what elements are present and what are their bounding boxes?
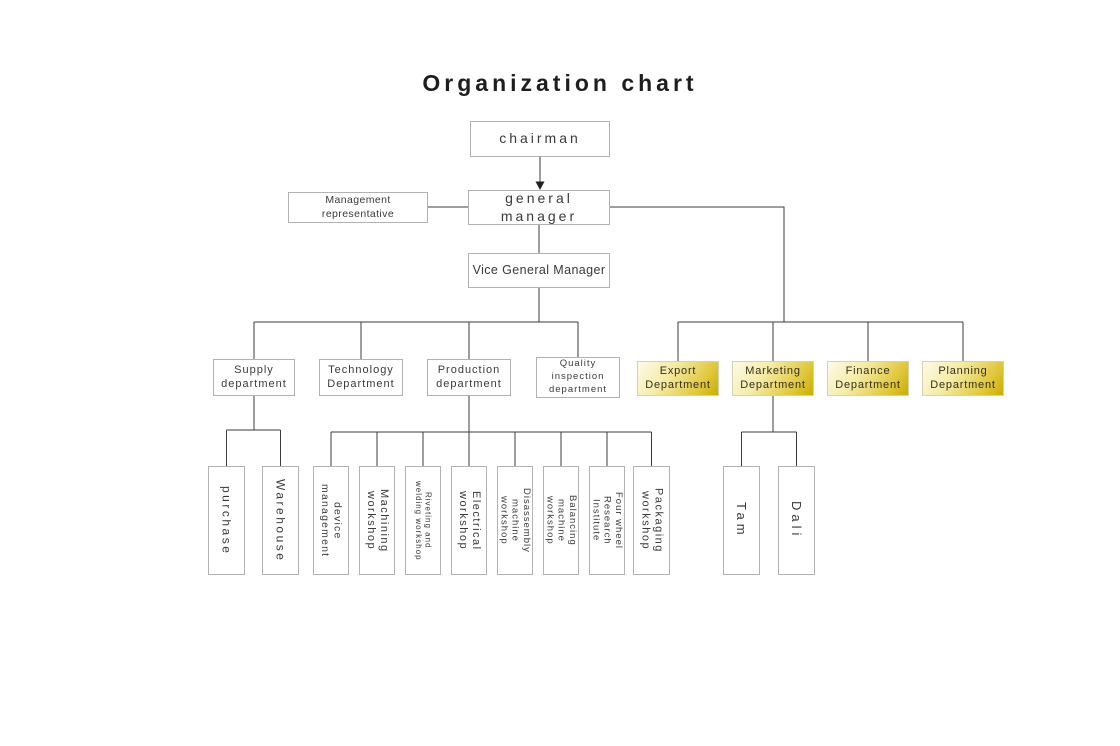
node-balancing-machine-workshop: Balancing machine workshop xyxy=(543,466,579,575)
node-tam: Tam xyxy=(723,466,760,575)
node-riveting-welding-workshop: Riveting and welding workshop xyxy=(405,466,441,575)
chart-title: Organization chart xyxy=(422,70,698,96)
node-tam-label: Tam xyxy=(734,502,750,539)
node-balancing-machine-workshop-label: Balancing machine workshop xyxy=(544,495,578,546)
node-technology-department: Technology Department xyxy=(319,359,403,396)
node-packaging-workshop: Packaging workshop xyxy=(633,466,670,575)
node-four-wheel-research-institute: Four wheel Research Institute xyxy=(589,466,625,575)
node-general-manager: general manager xyxy=(468,190,610,225)
node-warehouse: Warehouse xyxy=(262,466,299,575)
node-export-department: Export Department xyxy=(637,361,719,396)
node-dali-label: Dali xyxy=(789,501,805,540)
node-riveting-welding-workshop-label: Riveting and welding workshop xyxy=(414,480,433,561)
node-quality-inspection-department: Quality inspection department xyxy=(536,357,620,398)
node-electrical-workshop-label: Electrical workshop xyxy=(457,490,482,551)
node-device-management: device management xyxy=(313,466,349,575)
node-four-wheel-research-institute-label: Four wheel Research Institute xyxy=(590,492,624,549)
node-finance-department: Finance Department xyxy=(827,361,909,396)
node-dali: Dali xyxy=(778,466,815,575)
node-electrical-workshop: Electrical workshop xyxy=(451,466,487,575)
node-purchase-label: purchase xyxy=(219,485,234,556)
node-device-management-label: device management xyxy=(319,483,344,558)
node-vice-general-manager: Vice General Manager xyxy=(468,253,610,288)
node-chairman: chairman xyxy=(470,121,610,157)
node-supply-department: Supply department xyxy=(213,359,295,396)
node-production-department: Production department xyxy=(427,359,511,396)
node-packaging-workshop-label: Packaging workshop xyxy=(639,488,665,553)
node-warehouse-label: Warehouse xyxy=(273,478,288,563)
node-disassembly-machine-workshop-label: Disassembly machine workshop xyxy=(498,488,532,553)
node-machining-workshop: Machining workshop xyxy=(359,466,395,575)
node-marketing-department: Marketing Department xyxy=(732,361,814,396)
node-purchase: purchase xyxy=(208,466,245,575)
node-disassembly-machine-workshop: Disassembly machine workshop xyxy=(497,466,533,575)
node-planning-department: Planning Department xyxy=(922,361,1004,396)
node-machining-workshop-label: Machining workshop xyxy=(365,488,390,553)
node-management-representative: Management representative xyxy=(288,192,428,223)
